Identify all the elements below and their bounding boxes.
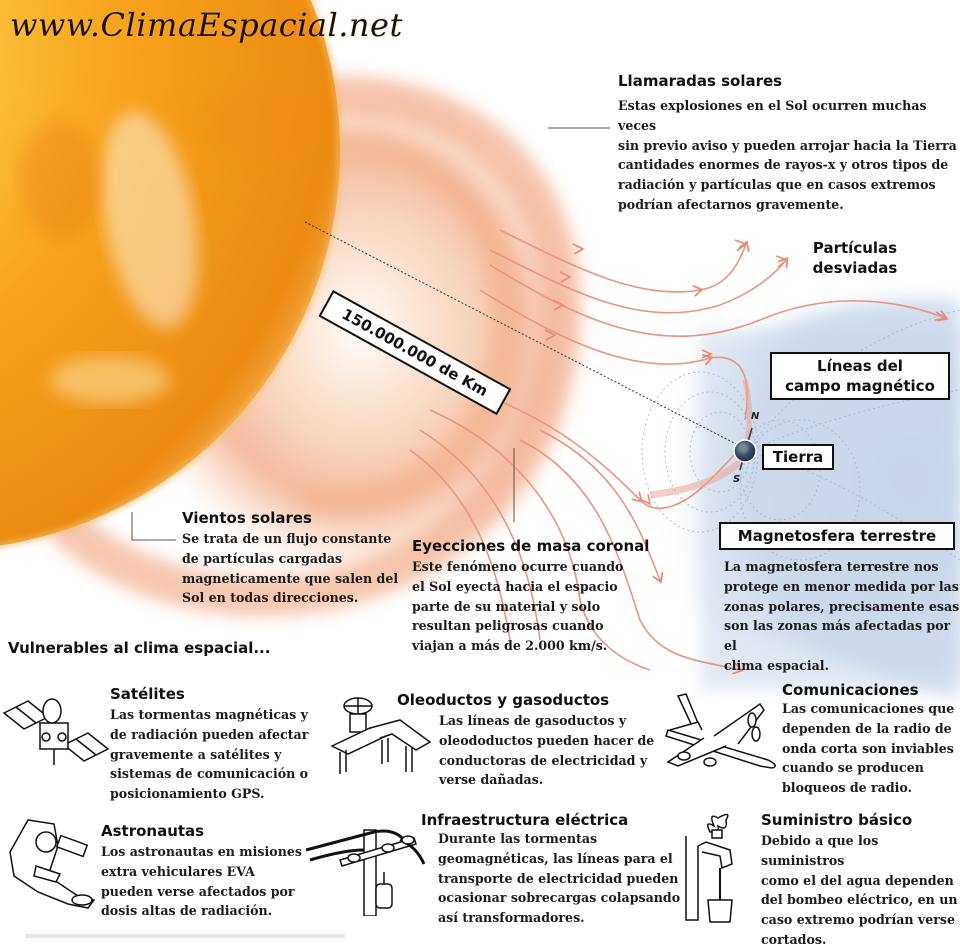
vulnerable-item-text: cortados. bbox=[761, 931, 827, 947]
cme-text: el Sol eyecta hacia el espacio bbox=[412, 578, 618, 594]
solar-flares-section: Llamaradas solares Estas explosiones en … bbox=[618, 72, 958, 215]
pipeline-valve-icon bbox=[330, 697, 432, 774]
vulnerable-item-text: onda corta son inviables bbox=[782, 740, 954, 756]
vulnerable-item: Satélites Las tormentas magnéticas y de … bbox=[110, 685, 320, 804]
vulnerable-item-text: cuando se producen bbox=[782, 760, 924, 776]
airplane-icon bbox=[665, 693, 776, 769]
vulnerable-item-text: sistemas de comunicación o bbox=[110, 766, 309, 782]
vulnerable-item-text: así transformadores. bbox=[438, 910, 585, 926]
vulnerable-item-title: Satélites bbox=[110, 685, 185, 703]
vulnerable-item-text: ocasionar sobrecargas colapsando bbox=[438, 890, 681, 906]
cme-text: resultan peligrosas cuando bbox=[412, 618, 604, 634]
solar-wind-text: Se trata de un flujo constante bbox=[182, 531, 392, 546]
solar-flares-text: Estas explosiones en el Sol ocurren much… bbox=[618, 98, 927, 133]
cme-title: Eyecciones de masa coronal bbox=[412, 537, 650, 555]
vulnerable-item: Suministro básico Debido a que los sumin… bbox=[761, 811, 960, 950]
vulnerable-item-text: extra vehiculares EVA bbox=[101, 863, 255, 879]
vulnerable-item-text: transporte de electricidad pueden bbox=[438, 870, 679, 886]
field-lines-label: Líneas del campo magnético bbox=[770, 352, 950, 400]
vulnerable-item: Oleoductos y gasoductos Las líneas de ga… bbox=[397, 691, 657, 790]
solar-wind-text: de partículas cargadas bbox=[182, 550, 343, 566]
vulnerable-item-text: oleodoductos pueden hacer de bbox=[439, 732, 655, 748]
magnetosphere-title: Magnetosfera terrestre bbox=[719, 522, 955, 550]
vulnerable-item: Comunicaciones Las comunicaciones que de… bbox=[782, 681, 960, 798]
cme-text: Este fenómeno ocurre cuando bbox=[412, 559, 624, 574]
vulnerable-item-text: Debido a que los suministros bbox=[761, 833, 879, 868]
vulnerable-item-text: del bombeo eléctrico, en un bbox=[761, 892, 958, 908]
earth-label: Tierra bbox=[762, 444, 834, 470]
vulnerable-item: Astronautas Los astronautas en misiones … bbox=[101, 822, 311, 921]
vulnerable-item-title: Oleoductos y gasoductos bbox=[397, 691, 610, 709]
vulnerable-item-title: Astronautas bbox=[101, 822, 205, 840]
magnetosphere-text-line: clima espacial. bbox=[724, 657, 829, 673]
vulnerable-item-text: pueden verse afectados por bbox=[101, 883, 295, 899]
vulnerable-item-text: Las líneas de gasoductos y bbox=[439, 713, 627, 728]
vulnerable-item-text: como el del agua dependen bbox=[761, 872, 954, 888]
vulnerable-item-text: verse dañadas. bbox=[439, 772, 544, 788]
solar-flares-text: podrían afectarnos gravemente. bbox=[618, 196, 844, 212]
site-title[interactable]: www.ClimaEspacial.net bbox=[10, 6, 403, 44]
vulnerable-item-text: bloqueos de radio. bbox=[782, 780, 912, 796]
deflected-particles-line-1: Partículas bbox=[812, 239, 898, 257]
vulnerable-item-title: Infraestructura eléctrica bbox=[421, 811, 629, 829]
magnetosphere-text: La magnetosfera terrestre nos protege en… bbox=[724, 557, 960, 676]
cme-text: viajan a más de 2.000 km/s. bbox=[412, 638, 608, 654]
magnetosphere-text-line: protege en menor medida por las bbox=[724, 578, 959, 594]
satellite-icon bbox=[2, 698, 110, 765]
vulnerable-item-text: conductoras de electricidad y bbox=[439, 752, 648, 768]
solar-wind-text: Sol en todas direcciones. bbox=[182, 590, 359, 606]
vulnerable-item-title: Suministro básico bbox=[761, 811, 913, 829]
magnetosphere-text-line: La magnetosfera terrestre nos bbox=[724, 559, 939, 574]
vulnerable-item-text: Durante las tormentas bbox=[438, 831, 598, 846]
vulnerable-item-text: dependen de la radio de bbox=[782, 720, 952, 736]
vulnerable-item-text: dosis altas de radiación. bbox=[101, 903, 273, 919]
field-lines-line-1: Líneas del bbox=[817, 357, 903, 375]
vulnerable-item-text: posicionamiento GPS. bbox=[110, 786, 265, 802]
magnetosphere-text-line: son las zonas más afectadas por el bbox=[724, 618, 951, 654]
solar-wind-title: Vientos solares bbox=[182, 509, 312, 527]
vulnerable-item-text: Las comunicaciones que bbox=[782, 701, 955, 716]
vulnerable-item-text: de radiación pueden afectar bbox=[110, 726, 309, 742]
vulnerable-item-text: gravemente a satélites y bbox=[110, 746, 282, 762]
astronaut-icon bbox=[9, 819, 96, 909]
cme-text: parte de su material y solo bbox=[412, 598, 601, 614]
solar-flares-text: cantidades enormes de rayos-x y otros ti… bbox=[618, 157, 949, 173]
vulnerable-item-text: Las tormentas magnéticas y bbox=[110, 707, 308, 722]
solar-flares-text: sin previo aviso y pueden arrojar hacia … bbox=[618, 137, 957, 153]
field-lines-line-2: campo magnético bbox=[785, 377, 935, 395]
cme-section: Eyecciones de masa coronal Este fenómeno… bbox=[412, 537, 702, 656]
south-pole-label: S bbox=[733, 474, 741, 485]
vulnerable-item-title: Comunicaciones bbox=[782, 681, 919, 699]
power-pole-icon bbox=[305, 829, 426, 916]
solar-flares-title: Llamaradas solares bbox=[618, 72, 783, 90]
north-pole-label: N bbox=[751, 411, 760, 422]
magnetosphere-text-line: zonas polares, precisamente esas bbox=[724, 598, 960, 614]
water-tap-icon bbox=[685, 813, 733, 923]
vulnerable-heading: Vulnerables al clima espacial... bbox=[8, 639, 271, 657]
solar-wind-section: Vientos solares Se trata de un flujo con… bbox=[182, 509, 412, 608]
vulnerable-item-text: geomagnéticas, las líneas para el bbox=[438, 850, 673, 866]
deflected-particles-line-2: desviadas bbox=[812, 259, 898, 277]
solar-flares-text: radiación y partículas que en casos extr… bbox=[618, 177, 936, 193]
vulnerable-item-text: Los astronautas en misiones bbox=[101, 844, 302, 859]
solar-wind-text: magneticamente que salen del bbox=[182, 570, 399, 586]
deflected-particles-label: Partículas desviadas bbox=[790, 238, 920, 278]
vulnerable-item: Infraestructura eléctrica Durante las to… bbox=[421, 811, 681, 928]
vulnerable-item-text: caso extremo podrían verse bbox=[761, 912, 955, 928]
